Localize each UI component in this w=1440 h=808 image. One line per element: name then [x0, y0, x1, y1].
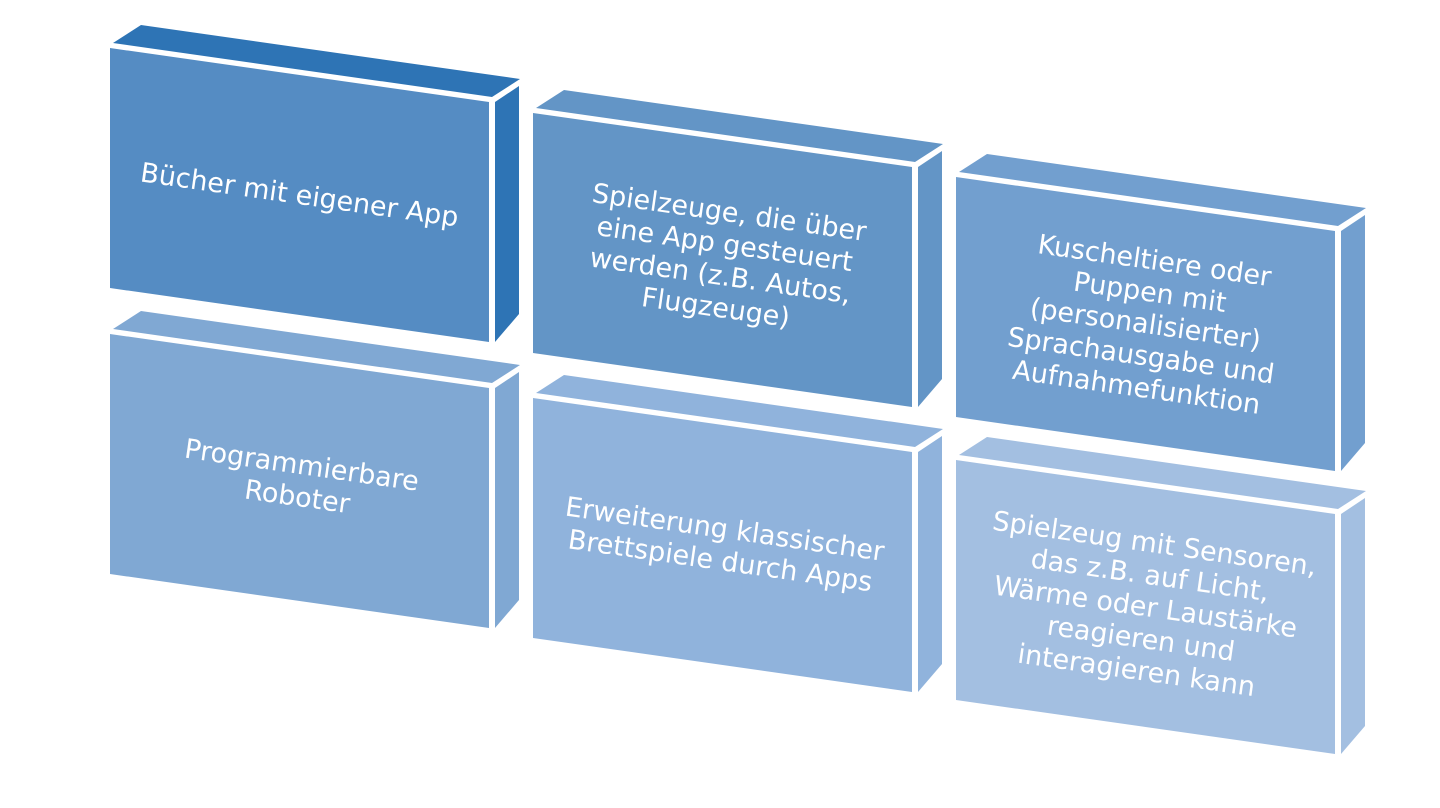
block-side-face: [1341, 215, 1365, 471]
block-top-face: [536, 90, 943, 162]
block-top-face: [113, 25, 520, 97]
block-programmierbare-roboter: ProgrammierbareRoboter: [110, 311, 520, 628]
block-top-face: [959, 437, 1366, 509]
block-label: Spielzeuge, die übereine App gesteuertwe…: [577, 178, 870, 343]
block-front-face: [956, 177, 1335, 471]
block-buecher-app: Bücher mit eigener App: [110, 25, 520, 342]
block-side-face: [918, 436, 942, 692]
block-side-face: [918, 151, 942, 407]
block-side-face: [1341, 498, 1365, 754]
block-front-face: [533, 113, 912, 407]
blocks-layer: Bücher mit eigener App Spielzeuge, die üb…: [110, 25, 1366, 754]
block-front-face: [956, 460, 1335, 754]
block-front-face: [110, 334, 489, 628]
block-side-face: [495, 86, 519, 342]
block-side-face: [495, 372, 519, 628]
block-top-face: [959, 154, 1366, 226]
block-top-face: [536, 375, 943, 447]
block-front-face: [533, 398, 912, 692]
block-front-face: [110, 48, 489, 342]
block-brettspiele-apps: Erweiterung klassischerBrettspiele durch…: [533, 375, 943, 692]
block-kuscheltiere-puppen: Kuscheltiere oderPuppen mit(personalisie…: [956, 154, 1366, 471]
block-label: Kuscheltiere oderPuppen mit(personalisie…: [1001, 227, 1290, 422]
block-top-face: [113, 311, 520, 383]
block-spielzeug-sensoren: Spielzeug mit Sensoren,das z.B. auf Lich…: [956, 437, 1366, 754]
block-spielzeuge-app-gesteuert: Spielzeuge, die übereine App gesteuertwe…: [533, 90, 943, 407]
